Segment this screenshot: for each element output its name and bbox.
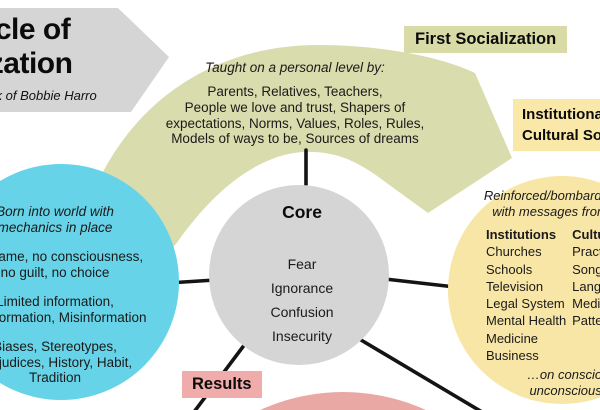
institution-item: Business <box>486 348 539 364</box>
institutional-socialization-label: Institutional and Cultural Socialization <box>513 99 600 151</box>
culture-item: Practices <box>572 244 600 260</box>
core-item: Insecurity <box>272 328 332 344</box>
title-line-2: Socialization <box>0 47 73 80</box>
arc-line: Parents, Relatives, Teachers, <box>207 84 383 99</box>
beginning-text-line: no guilt, no choice <box>0 264 110 280</box>
arc-line: expectations, Norms, Values, Roles, Rule… <box>165 115 425 131</box>
beginning-text-line: Limited information, <box>0 294 114 309</box>
institutional-heading-line: Reinforced/bombarded <box>483 188 600 203</box>
beginning-text-line: Tradition <box>28 370 82 385</box>
page-title: The Cycle of Socialization Adapted from … <box>0 13 184 103</box>
institution-item: Schools <box>486 261 533 277</box>
culture-item: Language <box>572 278 600 294</box>
institutional-circle-shape <box>448 176 600 404</box>
first-socialization-text: Taught on a personal level by: Parents, … <box>95 60 495 147</box>
spoke-lower-right <box>354 335 483 410</box>
title-banner-shape <box>0 8 169 112</box>
core-item: Ignorance <box>270 280 334 296</box>
beginning-circle-shape <box>0 164 179 400</box>
first-socialization-label: First Socialization <box>404 26 568 53</box>
culture-item: Patterns of thought <box>572 313 600 329</box>
beginning-circle-text: Born into world with mechanics in place … <box>0 204 195 400</box>
title-line-1: The Cycle of <box>0 13 71 46</box>
beginning-text-line: Prejudices, History, Habit, <box>0 354 133 370</box>
institutional-label-line-1: Institutional and <box>522 106 600 123</box>
institutional-circle-text: Reinforced/bombarded with messages from … <box>450 188 600 399</box>
results-circle-shape <box>260 392 426 410</box>
arc-line: People we love and trust, Shapers of <box>184 99 406 115</box>
beginning-text-line: No information, Misinformation <box>0 309 147 325</box>
institutional-label-line-2: Cultural Socialization <box>522 127 600 144</box>
institution-item: Television <box>486 278 544 294</box>
institutional-footer-line: unconscious levels <box>529 383 600 399</box>
institution-item: Mental Health <box>486 313 567 329</box>
culture-column-header: Culture <box>572 227 600 242</box>
institution-item: Churches <box>486 244 542 260</box>
beginning-heading-line: mechanics in place <box>0 219 113 235</box>
institutional-heading-line: with messages from <box>492 204 600 219</box>
first-socialization-arrow-shape <box>85 45 512 262</box>
beginning-heading-line: Born into world with <box>0 204 114 219</box>
institutional-footer-line: …on conscious and <box>526 367 600 383</box>
spoke-right <box>383 277 457 289</box>
institution-item: Legal System <box>486 296 565 312</box>
arc-line: Models of ways to be, Sources of dreams <box>171 131 419 147</box>
beginning-text-line: Biases, Stereotypes, <box>0 339 117 354</box>
core-heading: Core <box>282 202 322 222</box>
culture-item: Song Lyrics <box>572 261 600 277</box>
results-label: Results <box>182 371 262 398</box>
core-item: Confusion <box>270 304 334 320</box>
culture-item: Media <box>572 296 600 312</box>
institution-item: Medicine <box>486 330 539 346</box>
core-item: Fear <box>287 256 317 272</box>
core-circle-shape <box>209 185 389 365</box>
arc-heading: Taught on a personal level by: <box>205 60 385 75</box>
institutions-column-header: Institutions <box>486 227 557 242</box>
beginning-text-line: No blame, no consciousness, <box>0 249 144 264</box>
core-circle-text: Core Fear Ignorance Confusion Insecurity <box>212 202 392 348</box>
title-subtitle: Adapted from the work of Bobbie Harro <box>0 88 97 103</box>
